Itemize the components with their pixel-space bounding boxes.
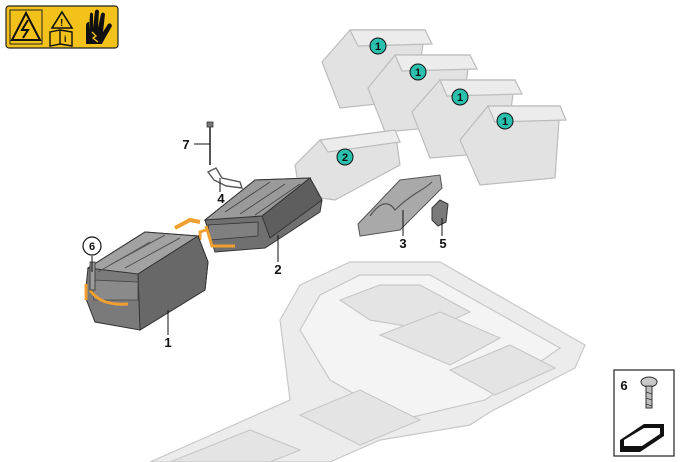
electrical-gloves-icon — [86, 9, 112, 44]
svg-text:!: ! — [60, 18, 63, 29]
badge-ghost-module-2: 2 — [336, 148, 354, 166]
svg-text:6: 6 — [89, 241, 95, 253]
svg-text:1: 1 — [457, 92, 463, 104]
screw-icon — [640, 376, 658, 409]
leader-lines — [91, 143, 443, 335]
read-manual-icon: ! i — [49, 10, 74, 47]
ghost-battery-modules-group — [294, 29, 567, 201]
callout-7: 7 — [182, 137, 189, 152]
svg-text:2: 2 — [342, 152, 348, 164]
high-voltage-warning-icon — [9, 9, 43, 45]
callout-6-circled: 6 — [82, 236, 102, 256]
badge-ghost-module-1b: 1 — [409, 63, 427, 81]
callout-2: 2 — [274, 262, 281, 277]
callout-1: 1 — [164, 335, 171, 350]
callout-4: 4 — [217, 191, 225, 206]
callout-3: 3 — [399, 236, 406, 251]
part-bolt — [206, 121, 214, 165]
part-wire-clip — [206, 167, 244, 189]
svg-text:1: 1 — [502, 116, 508, 128]
badge-ghost-module-1a: 1 — [369, 37, 387, 55]
legend-part-number: 6 — [620, 378, 627, 393]
part-battery-module-1 — [84, 217, 209, 331]
fastener-legend-box: 6 — [613, 369, 675, 457]
badge-ghost-module-1d: 1 — [496, 112, 514, 130]
svg-text:1: 1 — [415, 67, 421, 79]
arrow-icon — [620, 424, 664, 452]
svg-text:1: 1 — [375, 41, 381, 53]
svg-text:i: i — [64, 34, 67, 44]
battery-housing-tray — [149, 261, 586, 462]
warning-icons-panel: ! i — [5, 5, 119, 49]
part-bracket-plate — [357, 174, 443, 237]
part-small-bracket — [431, 199, 449, 227]
badge-ghost-module-1c: 1 — [451, 88, 469, 106]
callout-5: 5 — [439, 236, 446, 251]
part-battery-module-2 — [198, 177, 323, 253]
